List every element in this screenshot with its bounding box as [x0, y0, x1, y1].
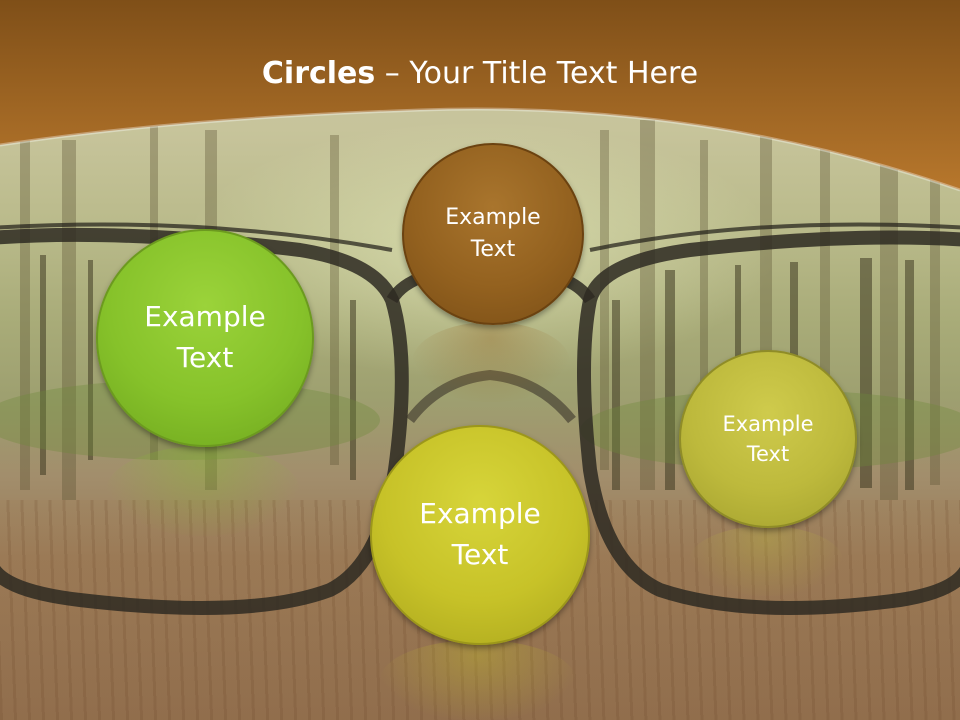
circle-brown-line1: Example — [445, 205, 541, 231]
circle-brown-line2: Text — [470, 237, 516, 262]
circle-green[interactable]: Example Text — [96, 229, 314, 447]
circle-yellow-line1: Example — [419, 497, 541, 531]
circle-brown-label: Example Text — [435, 202, 550, 266]
green-circle-reflection — [106, 446, 300, 536]
header-band — [0, 0, 960, 192]
title-bold-part: Circles — [261, 56, 376, 91]
circle-olive-label: Example Text — [712, 409, 823, 470]
circle-yellow[interactable]: Example Text — [370, 425, 590, 645]
olive-circle-reflection — [689, 526, 843, 596]
circle-olive-line1: Example — [722, 411, 814, 436]
circle-green-line2: Text — [176, 341, 234, 374]
circle-green-label: Example Text — [134, 297, 275, 378]
circle-yellow-line2: Text — [451, 538, 509, 571]
circle-olive[interactable]: Example Text — [679, 350, 857, 528]
brown-circle-reflection — [412, 322, 570, 402]
title-rest-part: – Your Title Text Here — [375, 56, 699, 91]
circle-olive-line2: Text — [746, 442, 790, 466]
yellow-circle-reflection — [380, 640, 576, 720]
slide-title: Circles – Your Title Text Here — [0, 56, 960, 91]
circle-green-line1: Example — [144, 300, 266, 334]
circle-brown[interactable]: Example Text — [402, 143, 584, 325]
circle-yellow-label: Example Text — [409, 494, 550, 575]
